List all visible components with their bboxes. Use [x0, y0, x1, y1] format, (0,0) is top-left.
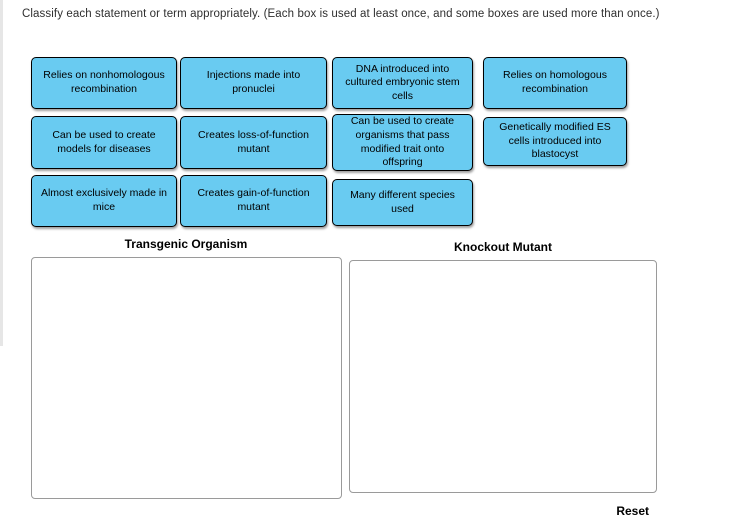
chip-gain-of-function-mutant[interactable]: Creates gain-of-function mutant	[180, 175, 327, 227]
instruction-text: Classify each statement or term appropri…	[22, 8, 660, 20]
chip-models-for-diseases[interactable]: Can be used to create models for disease…	[31, 116, 177, 169]
chip-homologous-recombination[interactable]: Relies on homologous recombination	[483, 57, 627, 109]
chip-made-in-mice[interactable]: Almost exclusively made in mice	[31, 175, 177, 227]
dropzone-transgenic-organism[interactable]	[31, 257, 342, 499]
chip-dna-cultured-es-cells[interactable]: DNA introduced into cultured embryonic s…	[332, 57, 473, 109]
chip-loss-of-function-mutant[interactable]: Creates loss-of-function mutant	[180, 116, 327, 169]
chip-pass-trait-to-offspring[interactable]: Can be used to create organisms that pas…	[332, 114, 473, 171]
chip-es-cells-into-blastocyst[interactable]: Genetically modified ES cells introduced…	[483, 117, 627, 166]
page-left-edge	[0, 0, 3, 346]
chip-injections-pronuclei[interactable]: Injections made into pronuclei	[180, 57, 327, 109]
dropzone-knockout-mutant[interactable]	[349, 260, 657, 493]
chip-nonhomologous-recombination[interactable]: Relies on nonhomologous recombination	[31, 57, 177, 109]
chip-many-species-used[interactable]: Many different species used	[332, 179, 473, 226]
dropzone-label-transgenic-organism: Transgenic Organism	[124, 237, 248, 251]
reset-button[interactable]: Reset	[616, 504, 649, 518]
dropzone-label-knockout-mutant: Knockout Mutant	[454, 240, 552, 254]
